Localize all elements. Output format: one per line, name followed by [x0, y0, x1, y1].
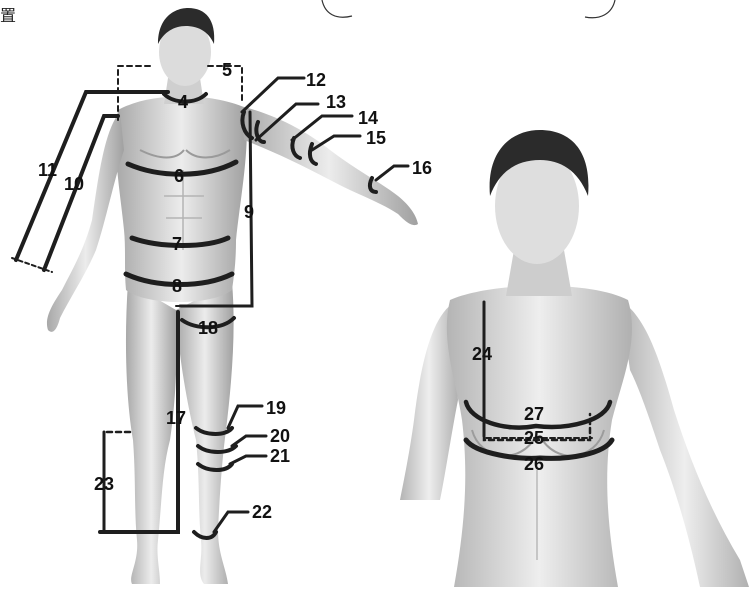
label-15: 15 — [366, 128, 386, 148]
label-5: 5 — [222, 60, 232, 80]
male-left-arm — [47, 112, 124, 332]
label-10: 10 — [64, 174, 84, 194]
label-16: 16 — [412, 158, 432, 178]
label-7: 7 — [172, 234, 182, 254]
label-8: 8 — [172, 276, 182, 296]
label-9: 9 — [244, 202, 254, 222]
male-right-arm — [240, 106, 418, 225]
decor-curve-left — [322, 0, 352, 17]
label-20: 20 — [270, 426, 290, 446]
line-16 — [376, 166, 408, 180]
label-26: 26 — [524, 454, 544, 474]
male-left-leg — [126, 282, 177, 584]
decor-curve-right — [585, 0, 615, 18]
label-12: 12 — [306, 70, 326, 90]
label-17: 17 — [166, 408, 186, 428]
label-27: 27 — [524, 404, 544, 424]
label-11: 11 — [38, 160, 57, 180]
label-23: 23 — [94, 474, 114, 494]
label-25: 25 — [524, 428, 544, 448]
label-21: 21 — [270, 446, 290, 466]
female-right-arm — [620, 300, 749, 587]
line-19 — [228, 406, 262, 428]
corner-label: 置 — [0, 2, 16, 26]
label-14: 14 — [358, 108, 378, 128]
label-4: 4 — [178, 92, 188, 112]
label-18: 18 — [198, 318, 218, 338]
male-torso — [116, 96, 247, 302]
label-6: 6 — [174, 166, 184, 186]
label-24: 24 — [472, 344, 492, 364]
label-13: 13 — [326, 92, 346, 112]
female-figure — [400, 130, 749, 587]
label-22: 22 — [252, 502, 272, 522]
label-19: 19 — [266, 398, 286, 418]
line-21 — [230, 456, 266, 464]
line-22 — [214, 512, 248, 532]
